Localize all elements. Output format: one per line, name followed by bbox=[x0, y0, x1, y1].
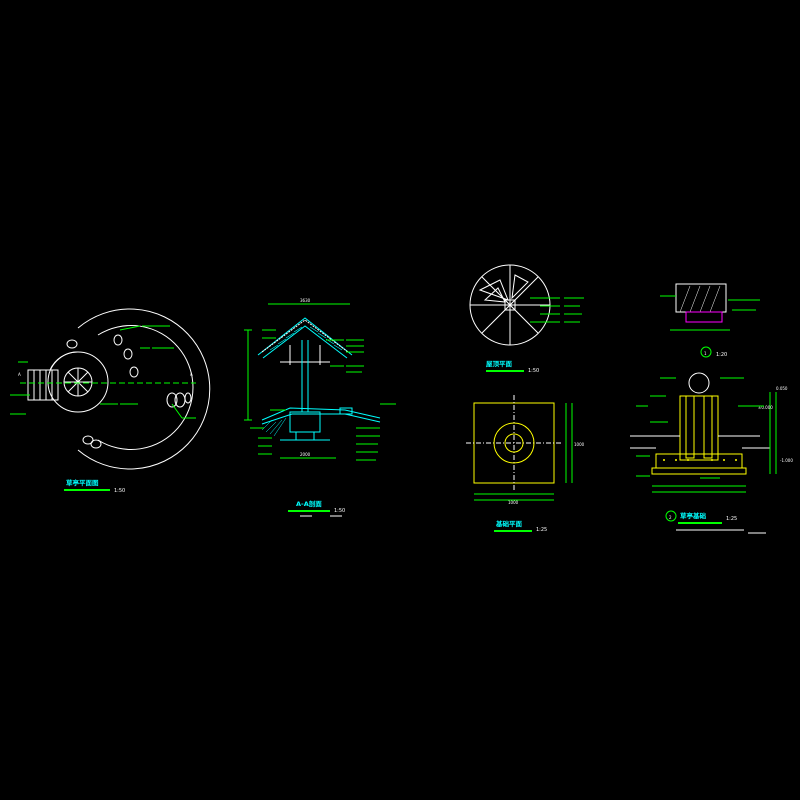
section-title: A-A剖面 bbox=[296, 499, 322, 508]
foundation-detail-number: 2 bbox=[669, 515, 672, 520]
detail-1-scale: 1:20 bbox=[716, 352, 727, 358]
foundation-level-top: 0.050 bbox=[776, 386, 788, 391]
foundation-level-mid: ±0.000 bbox=[758, 405, 773, 410]
plan-title: 草亭平面图 bbox=[66, 478, 99, 487]
foundation-detail-view: 0.050 ±0.000 -1.000 2 草亭基础 1:25 bbox=[630, 372, 793, 534]
roof-plan-view: 屋顶平面 1:50 bbox=[469, 264, 584, 374]
foundation-height-dim: 1000 bbox=[574, 442, 585, 447]
roof-plan-scale: 1:50 bbox=[528, 368, 539, 374]
section-base-dim: 2000 bbox=[300, 452, 311, 457]
section-scale: 1:50 bbox=[334, 508, 345, 514]
section-view: 3630 2000 A-A剖面 1:50 bbox=[244, 298, 396, 517]
detail-1-view: 1 1:20 bbox=[660, 283, 760, 358]
foundation-plan-view: 1000 1000 基础平面 1:25 bbox=[466, 395, 585, 533]
roof-plan-title: 屋顶平面 bbox=[486, 359, 513, 368]
foundation-plan-title: 基础平面 bbox=[495, 519, 523, 528]
section-top-dim: 3630 bbox=[300, 298, 311, 303]
plan-view: A A 草亭平面图 1:50 bbox=[10, 308, 211, 494]
foundation-level-bottom: -1.000 bbox=[780, 458, 793, 463]
foundation-detail-scale: 1:25 bbox=[726, 516, 737, 522]
detail-1-number: 1 bbox=[704, 351, 707, 356]
foundation-width-dim: 1000 bbox=[508, 500, 519, 505]
foundation-plan-scale: 1:25 bbox=[536, 527, 547, 533]
plan-section-mark-left: A bbox=[18, 372, 21, 377]
foundation-detail-title: 草亭基础 bbox=[680, 511, 707, 520]
plan-scale: 1:50 bbox=[114, 488, 125, 494]
plan-section-mark-right: A bbox=[190, 372, 193, 377]
